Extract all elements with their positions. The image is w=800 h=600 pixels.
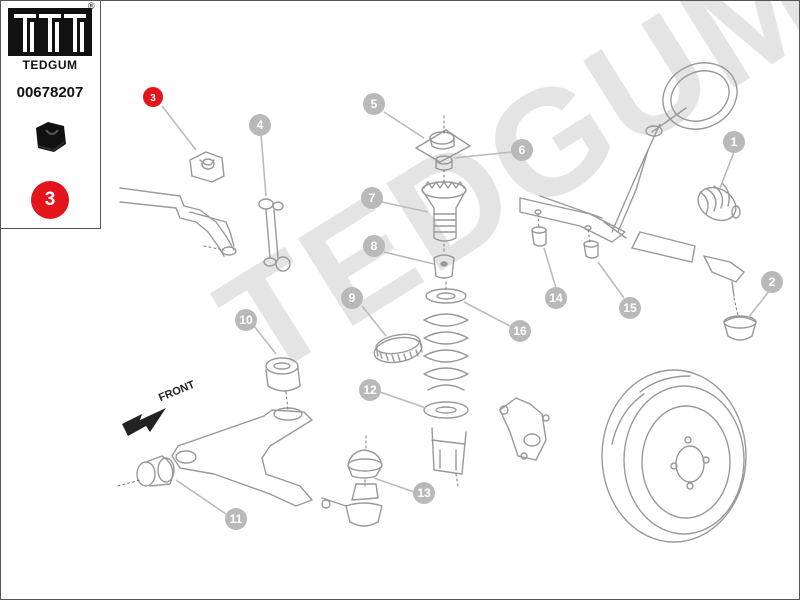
spring-seat-drawing	[425, 288, 467, 304]
steering-rack-drawing	[519, 182, 745, 297]
callout-8: 8	[363, 235, 385, 257]
callout-5: 5	[363, 93, 385, 115]
strut-bearing-drawing	[435, 155, 453, 171]
callout-7: 7	[361, 187, 383, 209]
callout-3-highlighted: 3	[143, 87, 163, 107]
bushing-thumbnail-icon	[36, 122, 66, 152]
brand-name: TEDGUM	[22, 58, 78, 72]
ball-joint-boot-drawing	[723, 315, 757, 341]
strut-body-drawing	[431, 427, 467, 475]
control-arm-bushing-drawing	[265, 357, 301, 392]
steering-knuckle-drawing	[499, 397, 550, 461]
callout-2: 2	[761, 271, 783, 293]
callout-16-label: 16	[513, 324, 527, 338]
coil-spring-drawing	[423, 313, 469, 391]
rack-bushing-left-drawing	[531, 209, 547, 247]
callout-13-label: 13	[417, 486, 431, 500]
callout-14: 14	[545, 287, 567, 309]
wheel-drawing	[601, 369, 747, 543]
callout-11: 11	[225, 508, 247, 530]
anti-roll-bar-bushing-drawing	[189, 151, 225, 183]
bump-stop-drawing	[433, 254, 455, 279]
callout-5-label: 5	[371, 97, 378, 111]
callout-7-label: 7	[369, 191, 376, 205]
front-arm-bushing-drawing	[136, 455, 175, 487]
lower-spring-seat-drawing	[423, 401, 469, 419]
front-arrow-icon	[122, 408, 166, 436]
callout-1: 1	[723, 131, 745, 153]
dust-boot-drawing	[421, 181, 467, 242]
callout-8-label: 8	[371, 239, 378, 253]
drop-link-drawing	[258, 198, 291, 272]
callout-1-label: 1	[731, 135, 738, 149]
callout-13: 13	[413, 482, 435, 504]
callout-6: 6	[511, 139, 533, 161]
callout-12: 12	[359, 379, 381, 401]
steering-wheel-drawing	[611, 62, 738, 233]
part-number: 00678207	[16, 84, 84, 101]
callout-3-label: 3	[150, 93, 156, 104]
callout-10: 10	[235, 309, 257, 331]
callout-10-label: 10	[239, 313, 253, 327]
part-info-panel: ® TEDGUM 00678207 3	[0, 0, 101, 229]
tedgum-logo-icon	[8, 8, 92, 56]
lower-ball-joint-drawing	[321, 449, 383, 527]
callout-9-label: 9	[349, 291, 356, 305]
top-strut-mount-drawing	[415, 129, 471, 163]
callout-9: 9	[341, 287, 363, 309]
strut-bearing-ring-drawing	[373, 333, 423, 364]
callout-12-label: 12	[363, 383, 377, 397]
callout-markers: 1 2 4 5 6 7 8 9 10 11 12 13 14 15 16 3	[143, 87, 783, 530]
callout-2-label: 2	[769, 275, 776, 289]
selected-position-badge: 3	[31, 181, 69, 219]
callout-leaders	[161, 105, 771, 515]
callout-11-label: 11	[230, 512, 243, 526]
callout-4: 4	[249, 114, 271, 136]
callout-15-label: 15	[623, 301, 637, 315]
callout-4-label: 4	[257, 118, 264, 132]
anti-roll-bar-drawing	[119, 187, 237, 257]
axis-guides	[117, 115, 739, 487]
callout-14-label: 14	[549, 291, 563, 305]
callout-6-label: 6	[519, 143, 526, 157]
registered-mark: ®	[88, 1, 95, 11]
callout-16: 16	[509, 320, 531, 342]
callout-15: 15	[619, 297, 641, 319]
